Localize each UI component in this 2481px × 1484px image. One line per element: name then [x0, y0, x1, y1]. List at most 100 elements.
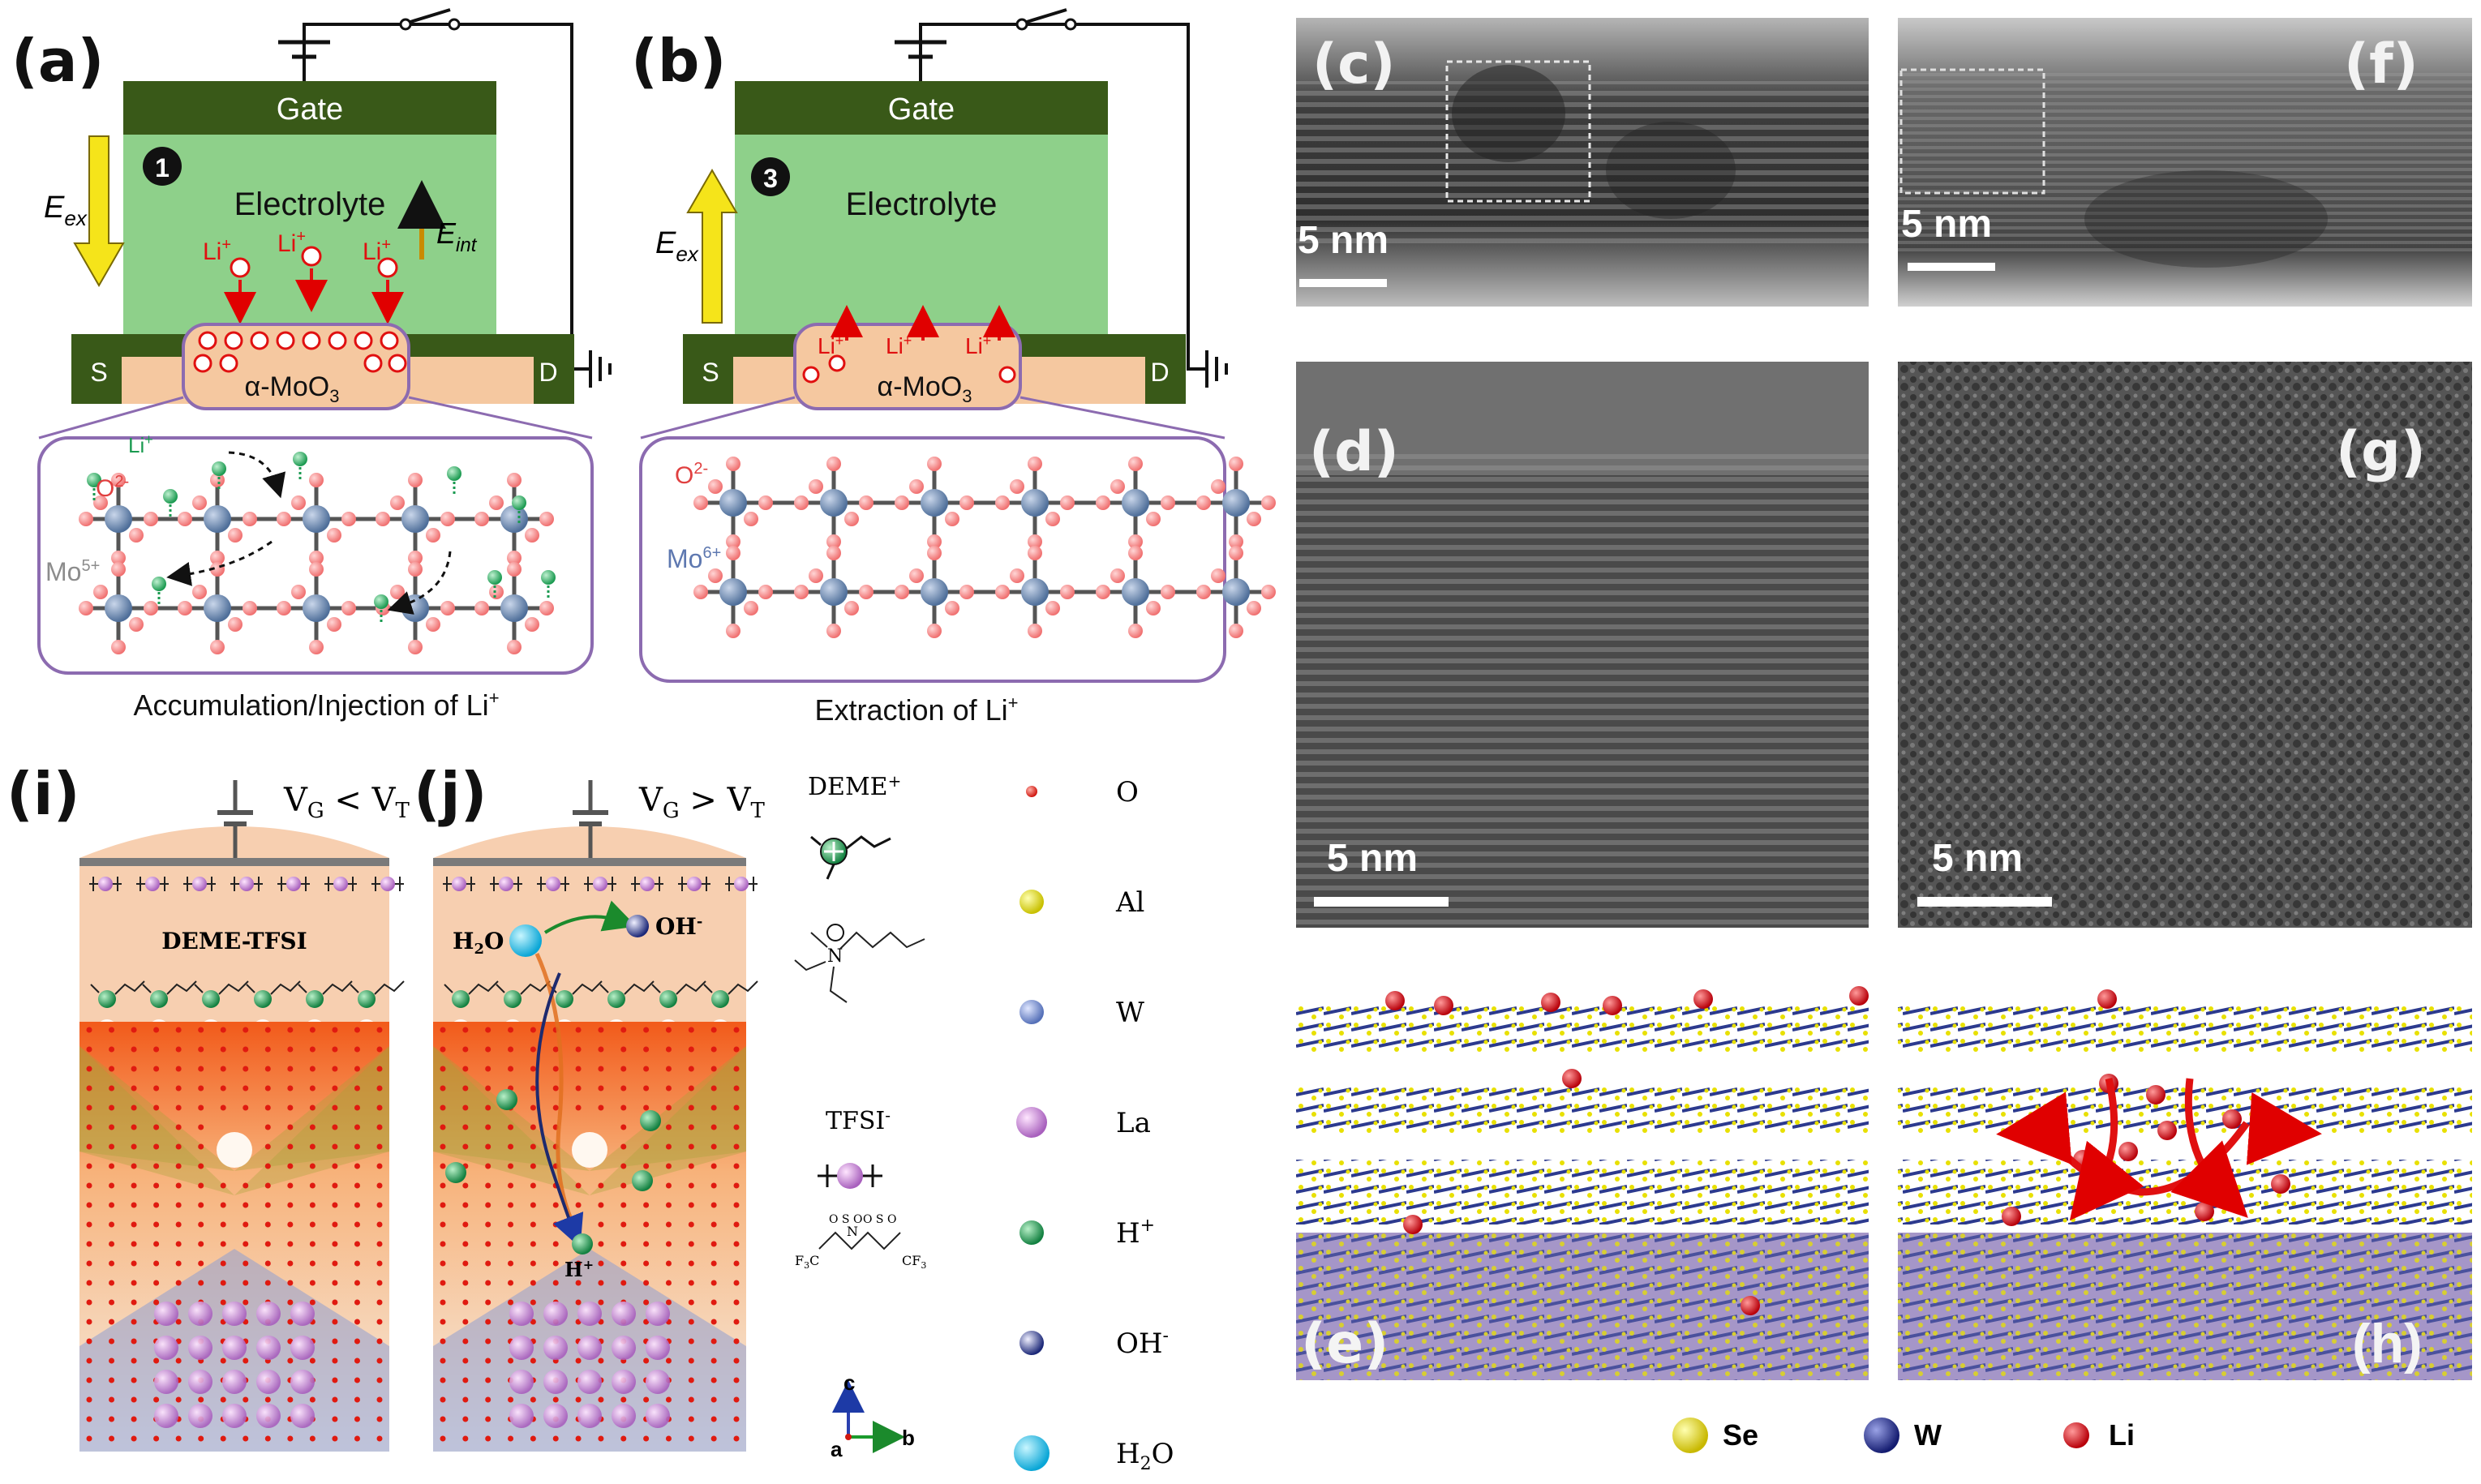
- step-1-badge: [143, 147, 182, 186]
- cf3-label: CF3: [902, 1253, 926, 1271]
- li-ions-descending: Li+ Li+ Li+: [203, 228, 404, 324]
- svg-text:O S O: O S O: [829, 1213, 862, 1226]
- panel-h-label: (h): [2352, 1313, 2423, 1375]
- scale-bar-d: [1314, 897, 1449, 907]
- eint-label-a: Eint: [436, 217, 478, 256]
- scale-label-d: 5 nm: [1327, 837, 1418, 880]
- caption-a: Accumulation/Injection of Li+: [133, 688, 499, 722]
- scale-label-f: 5 nm: [1901, 203, 1992, 246]
- gate-bias-i: VG < VT: [283, 782, 410, 823]
- tfsi-structure: N F3C CF3 O S O O S O: [795, 1213, 926, 1271]
- material-label-b: α-MoO3: [878, 371, 972, 406]
- svg-text:Li+: Li+: [277, 228, 306, 257]
- panel-i: (i) VG < VT DEME-TFSI e-e-e-e-e-e-: [6, 760, 410, 1452]
- legend-w-swatch: [1864, 1418, 1899, 1453]
- f3c-label: F3C: [795, 1253, 819, 1271]
- gate-electrode-b: [735, 81, 1108, 135]
- axis-c-label: c: [843, 1370, 855, 1395]
- legend-deme-icon: [810, 835, 891, 880]
- species-legend: O AlW LaH+ OH- H2O: [1014, 776, 1174, 1474]
- material-label-a: α-MoO3: [245, 371, 340, 406]
- proton-label-j: H+: [564, 1257, 594, 1281]
- svg-text:Li+: Li+: [818, 332, 843, 358]
- panel-a: (a) Gate 1 Electrolyte Eex Eint Li+ Li+: [11, 8, 612, 722]
- species-label-6: H2O: [1116, 1438, 1174, 1474]
- li-ions-extracted: Li+ Li+ Li+: [802, 305, 1016, 384]
- h2o-label-j: H2O: [453, 928, 504, 958]
- li-accumulated: [193, 331, 407, 373]
- svg-text:1: 1: [155, 153, 170, 182]
- crystal-structure-a: [79, 452, 556, 654]
- tem-panel-g: (g) 5 nm: [1898, 362, 2472, 928]
- scale-bar-g: [1917, 897, 2052, 907]
- species-swatch-2: [1019, 1000, 1044, 1024]
- o-label-b: O2-: [675, 460, 708, 489]
- gate-label-a: Gate: [277, 92, 343, 127]
- species-swatch-4: [1019, 1220, 1044, 1245]
- panel-b-label: (b): [631, 27, 726, 95]
- panel-f-label: (f): [2344, 32, 2419, 97]
- species-label-3: La: [1116, 1107, 1151, 1139]
- h2o-molecule-j: [509, 924, 542, 957]
- eex-label-a: Eex: [44, 191, 88, 230]
- panel-i-label: (i): [6, 760, 80, 828]
- model-panel-h: (h): [1898, 988, 2472, 1380]
- legend-deme-label: DEME+: [808, 771, 901, 801]
- species-label-2: W: [1116, 997, 1144, 1029]
- svg-text:Li+: Li+: [203, 236, 231, 265]
- axis-b-label: b: [902, 1426, 915, 1450]
- panel-b: (b) Gate 3 Electrolyte Eex S D Li+ Li+ L…: [631, 8, 1276, 727]
- gate-label-b: Gate: [888, 92, 955, 127]
- species-label-4: H+: [1116, 1216, 1155, 1250]
- svg-text:Li+: Li+: [886, 332, 912, 358]
- li-label-a: Li+: [128, 431, 153, 457]
- legend-li-label: Li: [2109, 1418, 2135, 1452]
- scale-label-c: 5 nm: [1298, 219, 1389, 262]
- scale-bar-c: [1299, 279, 1387, 287]
- model-panel-e: (e): [1296, 986, 1869, 1380]
- drain-label-b: D: [1150, 358, 1169, 387]
- panel-a-label: (a): [11, 27, 104, 95]
- gate-bias-j: VG > VT: [638, 782, 766, 823]
- species-label-5: OH-: [1116, 1326, 1169, 1360]
- eex-label-b: Eex: [655, 226, 699, 266]
- crystal-structure-b: [693, 457, 1276, 638]
- gate-electrode-a: [123, 81, 496, 135]
- species-swatch-0: [1026, 786, 1037, 797]
- step-3-badge: [751, 157, 790, 196]
- mo-label-a: Mo5+: [45, 557, 100, 586]
- axis-a-label: a: [831, 1437, 843, 1461]
- species-swatch-3: [1016, 1107, 1047, 1138]
- electrolyte-b: [735, 135, 1108, 334]
- svg-text:N: N: [827, 946, 843, 967]
- caption-b: Extraction of Li+: [815, 693, 1019, 727]
- species-label-0: O: [1116, 776, 1139, 808]
- species-label-1: Al: [1115, 886, 1144, 919]
- panel-j-label: (j): [414, 760, 487, 828]
- electrolyte-label-a: Electrolyte: [234, 187, 386, 222]
- electrolyte-label-b: Electrolyte: [846, 187, 998, 222]
- tem-panel-c: (c) 5 nm: [1296, 18, 1869, 307]
- panel-j: (j) VG > VT H2O OH- e-e-e-e-e-e- H+: [414, 760, 766, 1452]
- drain-label-a: D: [539, 358, 557, 387]
- ionic-liquid-label: DEME-TFSI: [161, 928, 307, 954]
- svg-text:3: 3: [763, 164, 778, 193]
- deme-structure: N: [794, 924, 925, 1003]
- scale-label-g: 5 nm: [1932, 837, 2023, 880]
- oh-ion-j: [626, 915, 649, 937]
- svg-text:O S O: O S O: [863, 1213, 896, 1226]
- species-swatch-6: [1014, 1435, 1049, 1471]
- source-label-b: S: [702, 358, 719, 387]
- panel-g-label: (g): [2336, 420, 2426, 484]
- legend-tfsi-icon: [818, 1163, 882, 1189]
- legend-i-j: DEME+ N TFSI- N F3C CF3 O S O O S O: [794, 771, 1174, 1474]
- eex-arrow-down: [73, 135, 125, 288]
- legend-se-swatch: [1672, 1418, 1708, 1453]
- svg-text:Li+: Li+: [965, 332, 991, 358]
- eex-arrow-up: [686, 168, 738, 324]
- species-swatch-5: [1019, 1331, 1044, 1355]
- tem-panel-f: (f) 5 nm: [1898, 18, 2472, 307]
- species-swatch-1: [1019, 890, 1044, 914]
